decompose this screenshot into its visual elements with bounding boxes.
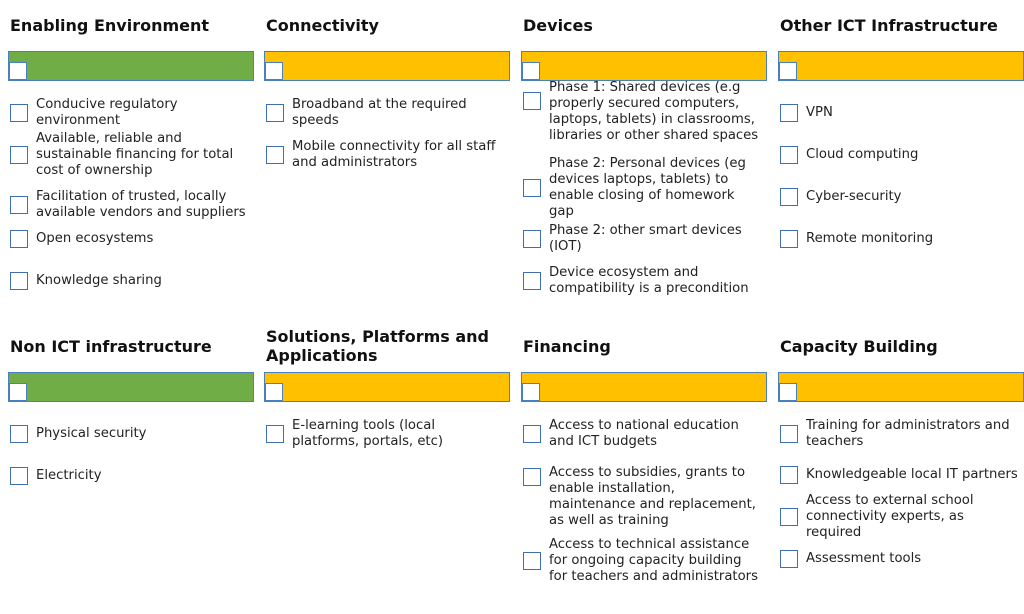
section-title: Capacity Building <box>780 337 938 356</box>
item-label: Access to national education and ICT bud… <box>549 418 739 449</box>
checkbox[interactable] <box>780 466 798 484</box>
item-label: Facilitation of trusted, locally availab… <box>36 189 246 220</box>
section-bar-checkbox[interactable] <box>779 383 797 401</box>
checkbox[interactable] <box>10 425 28 443</box>
item-label: Access to external school connectivity e… <box>806 493 974 540</box>
checklist-item[interactable]: Knowledgeable local IT partners <box>780 458 1020 492</box>
item-label: Access to subsidies, grants to enable in… <box>549 465 756 528</box>
checkbox[interactable] <box>523 552 541 570</box>
checkbox[interactable] <box>10 467 28 485</box>
checklist-item[interactable]: Phase 1: Shared devices (e.g properly se… <box>523 78 763 146</box>
item-label: Open ecosystems <box>36 231 154 246</box>
checkbox[interactable] <box>780 508 798 526</box>
checkbox[interactable] <box>523 230 541 248</box>
checklist-item[interactable]: Physical security <box>10 424 250 444</box>
checklist-item[interactable]: Cloud computing <box>780 145 1020 165</box>
item-label: Access to technical assistance for ongoi… <box>549 537 758 584</box>
item-label: Remote monitoring <box>806 231 934 246</box>
checklist-item[interactable]: Open ecosystems <box>10 229 250 249</box>
section-bar[interactable] <box>521 372 767 402</box>
section-title: Enabling Environment <box>10 16 210 35</box>
checkbox[interactable] <box>10 272 28 290</box>
checklist-item[interactable]: Phase 2: other smart devices (IOT) <box>523 222 763 256</box>
checklist-item[interactable]: Broadband at the required speeds <box>266 96 506 130</box>
item-label: Training for administrators and teachers <box>806 418 1010 449</box>
checklist-item[interactable]: Assessment tools <box>780 549 1020 569</box>
item-label: E-learning tools (local platforms, porta… <box>292 418 443 449</box>
checklist-item[interactable]: Access to subsidies, grants to enable in… <box>523 464 763 530</box>
checklist-item[interactable]: Access to technical assistance for ongoi… <box>523 536 763 586</box>
section-bar[interactable] <box>8 51 254 81</box>
section-bar-checkbox[interactable] <box>265 383 283 401</box>
item-label: Knowledge sharing <box>36 273 162 288</box>
item-label: Cyber-security <box>806 189 902 204</box>
item-label: Cloud computing <box>806 147 919 162</box>
section-title: Devices <box>523 16 593 35</box>
section-bar-checkbox[interactable] <box>522 62 540 80</box>
checkbox[interactable] <box>780 146 798 164</box>
checkbox[interactable] <box>523 179 541 197</box>
checkbox[interactable] <box>266 104 284 122</box>
checkbox[interactable] <box>10 104 28 122</box>
checkbox[interactable] <box>780 425 798 443</box>
section-bar[interactable] <box>264 372 510 402</box>
section-title: Connectivity <box>266 16 379 35</box>
section-bar[interactable] <box>778 372 1024 402</box>
section-title: Solutions, Platforms and Applications <box>266 327 489 365</box>
section-bar-checkbox[interactable] <box>9 383 27 401</box>
item-label: VPN <box>806 105 833 120</box>
checklist-item[interactable]: VPN <box>780 103 1020 123</box>
section-bar[interactable] <box>778 51 1024 81</box>
item-label: Broadband at the required speeds <box>292 97 467 128</box>
checkbox[interactable] <box>523 272 541 290</box>
section-bar-checkbox[interactable] <box>522 383 540 401</box>
checklist-item[interactable]: Mobile connectivity for all staff and ad… <box>266 138 506 172</box>
checkbox[interactable] <box>10 196 28 214</box>
item-label: Electricity <box>36 468 102 483</box>
checklist-item[interactable]: Knowledge sharing <box>10 271 250 291</box>
checkbox[interactable] <box>523 425 541 443</box>
item-label: Phase 1: Shared devices (e.g properly se… <box>549 80 759 143</box>
item-label: Assessment tools <box>806 551 922 566</box>
checklist-item[interactable]: Remote monitoring <box>780 229 1020 249</box>
checkbox[interactable] <box>780 550 798 568</box>
checkbox[interactable] <box>523 468 541 486</box>
section-bar[interactable] <box>8 372 254 402</box>
item-label: Device ecosystem and compatibility is a … <box>549 265 749 296</box>
item-label: Conducive regulatory environment <box>36 97 178 128</box>
checklist-item[interactable]: Access to external school connectivity e… <box>780 492 1020 542</box>
section-bar-checkbox[interactable] <box>265 62 283 80</box>
checkbox[interactable] <box>780 188 798 206</box>
section-bar-checkbox[interactable] <box>779 62 797 80</box>
checklist-item[interactable]: Access to national education and ICT bud… <box>523 417 763 451</box>
checkbox[interactable] <box>10 230 28 248</box>
item-label: Knowledgeable local IT partners <box>806 467 1018 482</box>
checklist-item[interactable]: E-learning tools (local platforms, porta… <box>266 417 506 451</box>
checkbox[interactable] <box>523 92 541 110</box>
checkbox[interactable] <box>780 230 798 248</box>
checklist-item[interactable]: Conducive regulatory environment <box>10 96 250 130</box>
checkbox[interactable] <box>10 146 28 164</box>
item-label: Phase 2: other smart devices (IOT) <box>549 223 742 254</box>
checklist-item[interactable]: Facilitation of trusted, locally availab… <box>10 180 250 230</box>
checklist-item[interactable]: Phase 2: Personal devices (eg devices la… <box>523 155 763 221</box>
checklist-item[interactable]: Cyber-security <box>780 187 1020 207</box>
item-label: Physical security <box>36 426 147 441</box>
section-title: Non ICT infrastructure <box>10 337 212 356</box>
checklist-item[interactable]: Device ecosystem and compatibility is a … <box>523 264 763 298</box>
section-title: Financing <box>523 337 611 356</box>
section-bar[interactable] <box>521 51 767 81</box>
item-label: Mobile connectivity for all staff and ad… <box>292 139 496 170</box>
checklist-item[interactable]: Electricity <box>10 466 250 486</box>
checkbox[interactable] <box>266 146 284 164</box>
checkbox[interactable] <box>266 425 284 443</box>
section-title: Other ICT Infrastructure <box>780 16 998 35</box>
item-label: Available, reliable and sustainable fina… <box>36 131 234 178</box>
checkbox[interactable] <box>780 104 798 122</box>
item-label: Phase 2: Personal devices (eg devices la… <box>549 156 746 219</box>
section-bar[interactable] <box>264 51 510 81</box>
checklist-item[interactable]: Training for administrators and teachers <box>780 417 1020 451</box>
section-bar-checkbox[interactable] <box>9 62 27 80</box>
checklist-item[interactable]: Available, reliable and sustainable fina… <box>10 130 250 180</box>
